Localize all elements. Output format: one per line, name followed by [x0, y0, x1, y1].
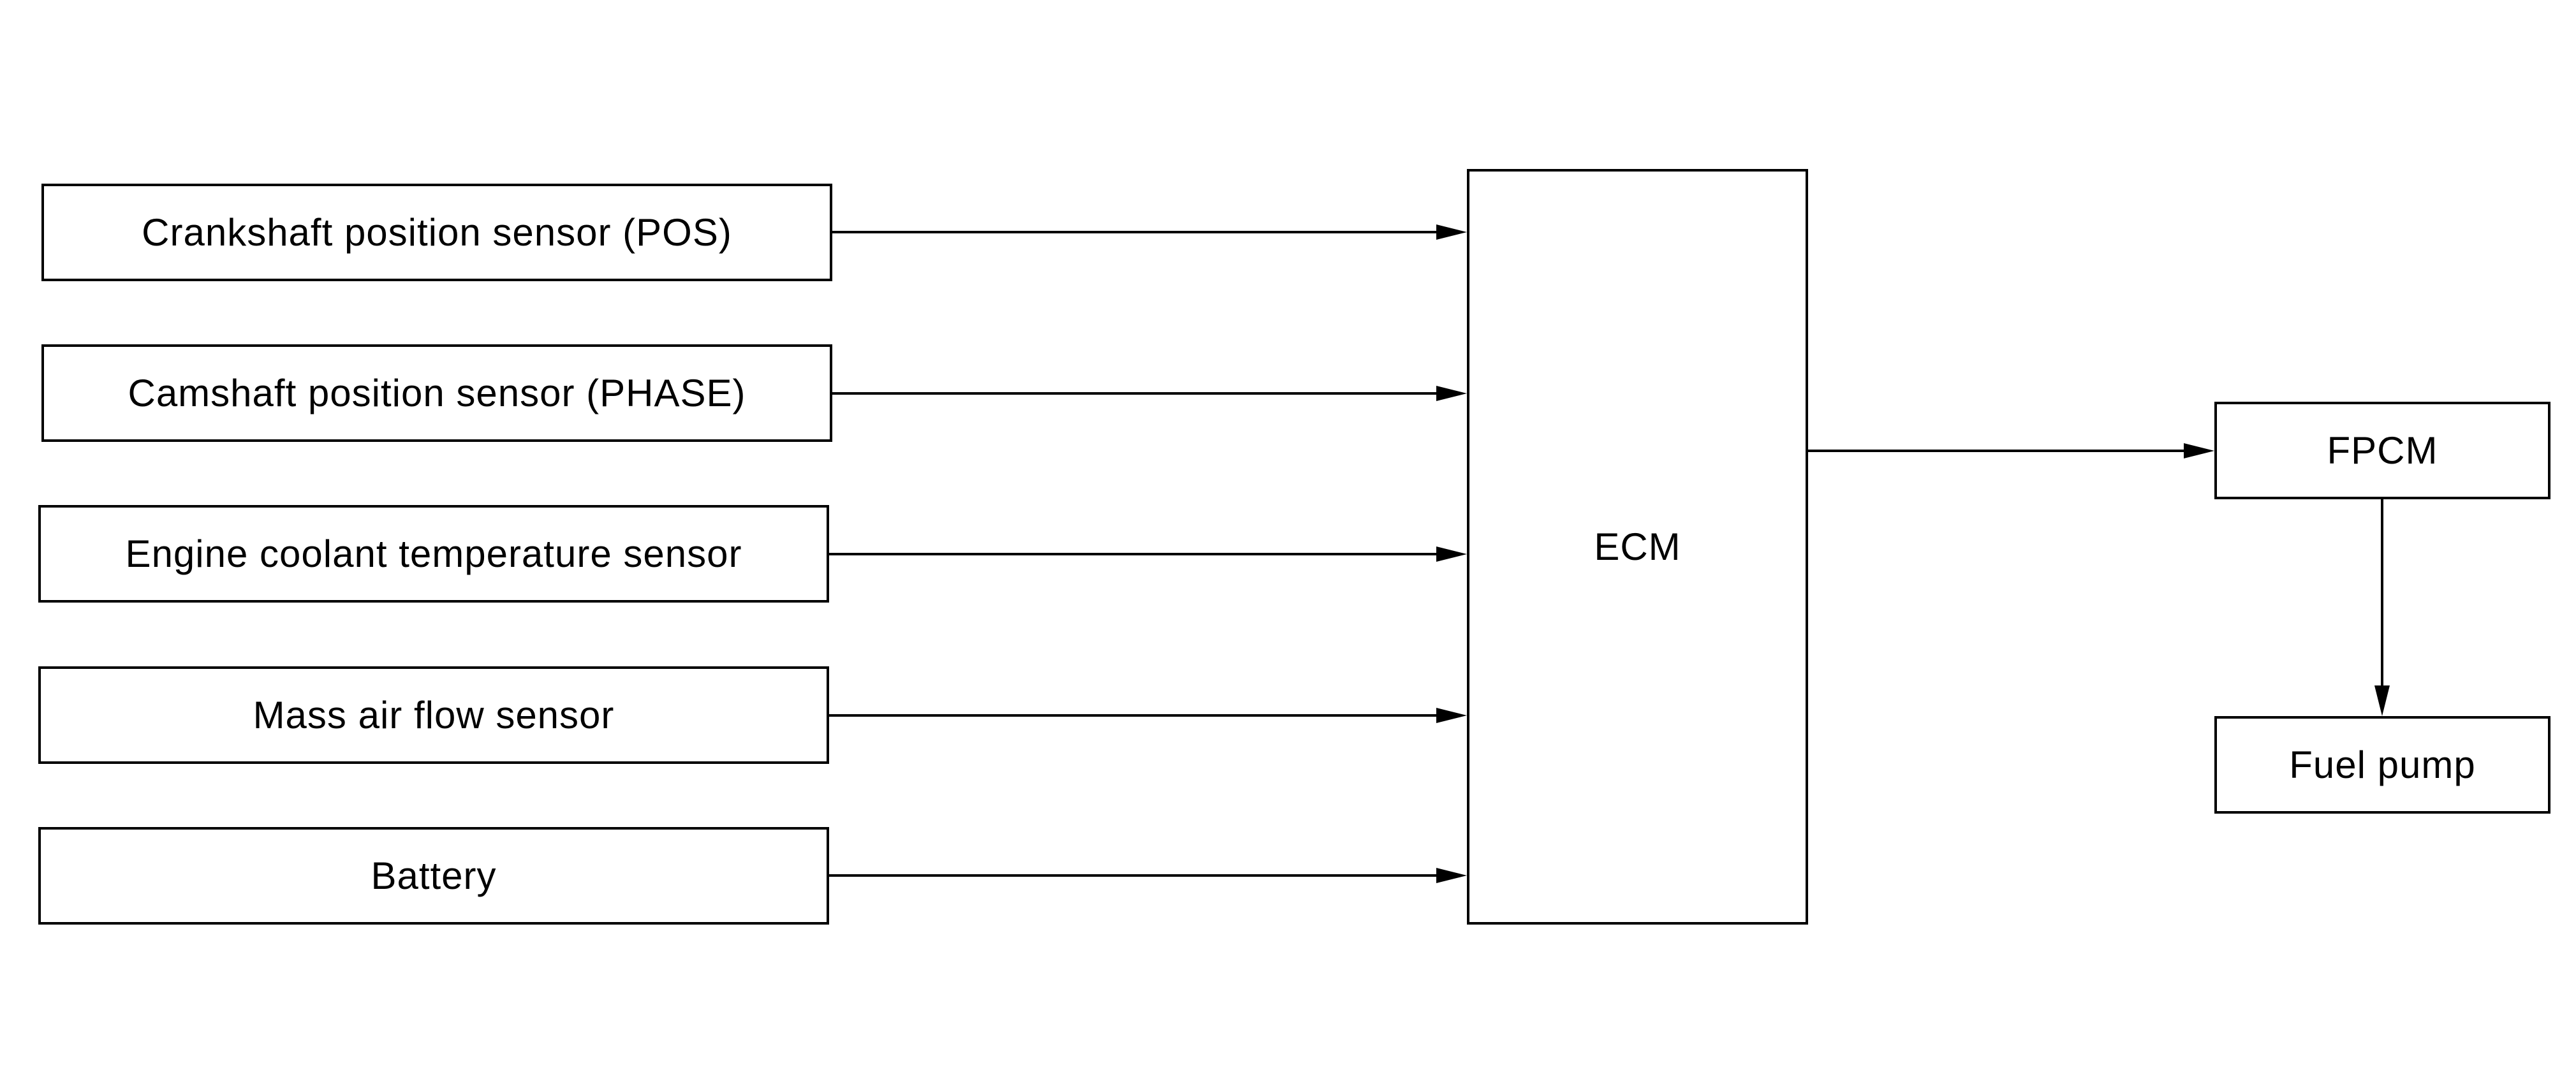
crankshaft-sensor-label: Crankshaft position sensor (POS) [142, 210, 732, 254]
maf-sensor-box: Mass air flow sensor [38, 666, 829, 764]
arrowhead-crankshaft [1436, 224, 1467, 240]
arrowhead-maf [1436, 708, 1467, 723]
fuel-pump-label: Fuel pump [2289, 743, 2476, 786]
fpcm-box: FPCM [2214, 402, 2550, 499]
fuel-pump-box: Fuel pump [2214, 716, 2550, 814]
fpcm-label: FPCM [2327, 428, 2438, 472]
arrowhead-fpcm [2184, 443, 2214, 458]
battery-box: Battery [38, 827, 829, 925]
arrowhead-fuel-pump [2374, 685, 2390, 716]
arrowhead-camshaft [1436, 386, 1467, 401]
ecm-label: ECM [1594, 525, 1681, 568]
camshaft-sensor-box: Camshaft position sensor (PHASE) [41, 344, 832, 442]
ecm-box: ECM [1467, 169, 1808, 925]
battery-label: Battery [371, 854, 497, 897]
crankshaft-sensor-box: Crankshaft position sensor (POS) [41, 184, 832, 281]
arrowhead-coolant [1436, 546, 1467, 562]
maf-sensor-label: Mass air flow sensor [253, 693, 615, 736]
coolant-sensor-box: Engine coolant temperature sensor [38, 505, 829, 603]
arrowhead-battery [1436, 868, 1467, 883]
camshaft-sensor-label: Camshaft position sensor (PHASE) [128, 371, 746, 414]
coolant-sensor-label: Engine coolant temperature sensor [125, 532, 742, 575]
